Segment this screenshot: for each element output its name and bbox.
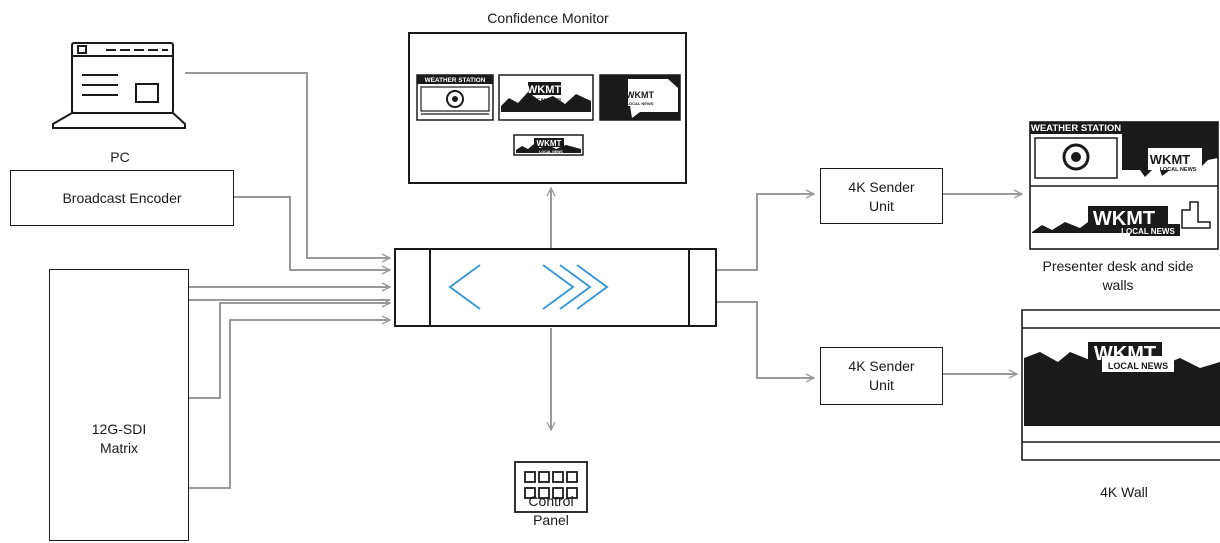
- matrix-label-line1: 12G-SDI: [91, 421, 147, 437]
- control-panel-icon: [514, 461, 588, 513]
- news-tile-2: WKMT LOCAL NEWS: [599, 74, 681, 121]
- chevron-right-icon: [576, 264, 609, 310]
- encoder-box: Broadcast Encoder: [10, 170, 234, 226]
- sub-text: LOCAL NEWS: [627, 101, 654, 106]
- edge-switcher-sender1: [716, 194, 814, 271]
- weather-text: WEATHER STATION: [425, 77, 486, 84]
- pc-label: PC: [110, 149, 130, 165]
- news-tile-1: WKMT LOCAL NEWS: [498, 74, 594, 121]
- matrix-label-line2: Matrix: [99, 440, 139, 456]
- edge-switcher-sender2: [716, 301, 814, 378]
- chevron-right-icon: [542, 264, 575, 310]
- sender-unit-2: 4K Sender Unit: [820, 347, 943, 405]
- sub-text: LOCAL NEWS: [1108, 361, 1168, 371]
- edge-matrix-switcher-3: [188, 320, 390, 489]
- sub-text: LOCAL NEWS: [531, 97, 561, 102]
- brand-text: WKMT: [527, 84, 561, 96]
- sender1-line1: 4K Sender: [848, 179, 915, 195]
- weather-text: WEATHER STATION: [1031, 123, 1121, 134]
- sub-text: LOCAL NEWS: [1121, 227, 1175, 236]
- brand-text: WKMT: [1150, 152, 1190, 167]
- edge-pc-switcher: [185, 72, 390, 258]
- weather-tile: WEATHER STATION: [416, 74, 494, 121]
- presenter-label-line1: Presenter desk and side: [1042, 258, 1194, 274]
- edge-matrix-switcher-2: [188, 303, 390, 399]
- news-tile-3: WKMT LOCAL NEWS: [513, 134, 584, 156]
- laptop-icon: [52, 42, 186, 129]
- brand-text: WKMT: [1094, 343, 1156, 365]
- control-panel-label-line2: Panel: [533, 512, 569, 528]
- switcher-unit: [394, 248, 717, 327]
- chevron-left-icon: [448, 264, 481, 310]
- sender2-line2: Unit: [869, 377, 894, 393]
- presenter-wall-screen: WEATHER STATION WKMT LOCAL NEWS WKMT LOC…: [1029, 121, 1219, 250]
- confidence-monitor-label: Confidence Monitor: [487, 10, 609, 26]
- presenter-label-line2: walls: [1102, 277, 1134, 293]
- sender1-line2: Unit: [869, 198, 894, 214]
- matrix-box: 12G-SDI Matrix: [49, 269, 189, 541]
- sender2-line1: 4K Sender: [848, 358, 915, 374]
- confidence-monitor: WEATHER STATION WKMT LOCAL NEWS WKMT LOC…: [408, 32, 687, 184]
- encoder-label: Broadcast Encoder: [62, 190, 182, 206]
- chevron-right-icon: [559, 264, 592, 310]
- 4k-wall-screen: WKMT LOCAL NEWS: [1021, 309, 1220, 461]
- sub-text: LOCAL NEWS: [539, 150, 563, 154]
- sub-text: LOCAL NEWS: [1160, 167, 1197, 173]
- brand-text: WKMT: [626, 90, 654, 100]
- control-panel-label-line1: Control: [528, 493, 574, 509]
- brand-text: WKMT: [537, 139, 562, 148]
- edge-encoder-switcher: [233, 196, 390, 270]
- sender-unit-1: 4K Sender Unit: [820, 168, 943, 224]
- 4k-wall-label: 4K Wall: [1100, 484, 1148, 500]
